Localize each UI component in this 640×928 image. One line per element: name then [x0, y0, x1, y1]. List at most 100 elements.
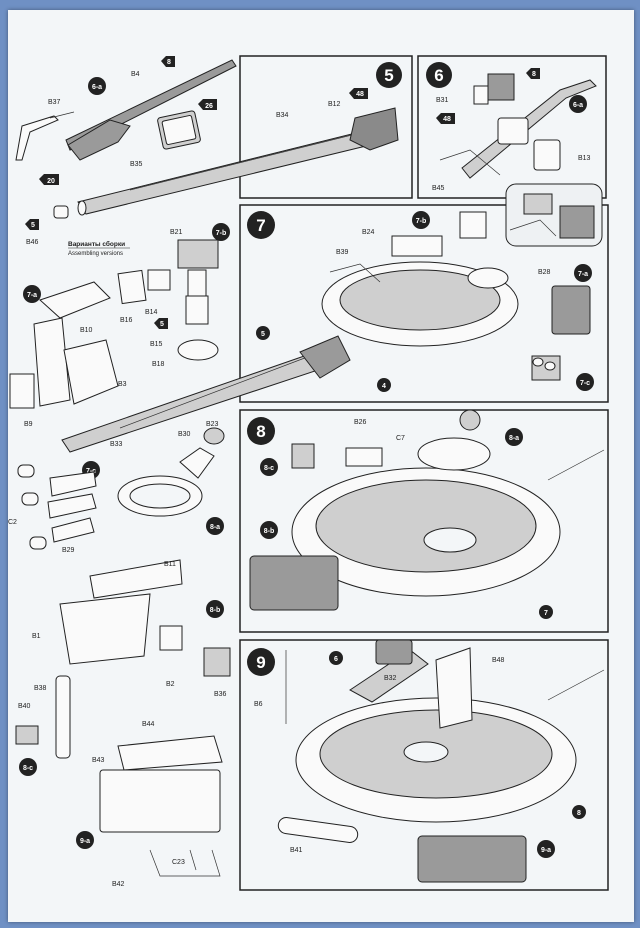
- svg-text:8: 8: [256, 422, 265, 441]
- label-b33: B33: [110, 441, 123, 448]
- step-number-5: 5: [376, 62, 402, 88]
- svg-text:5: 5: [261, 331, 265, 338]
- marker-8c-ref: 8-c: [260, 458, 278, 476]
- label-c7: C7: [396, 435, 405, 442]
- svg-text:9: 9: [256, 653, 265, 672]
- label-b18: B18: [152, 361, 165, 368]
- marker-8a-ref: 8-a: [505, 428, 523, 446]
- step7-turret: [321, 211, 591, 347]
- label-b36: B36: [214, 691, 227, 698]
- mantlet-b12: [349, 107, 399, 151]
- variants-title-en: Assembling versions: [68, 251, 123, 257]
- label-b34: B34: [276, 112, 289, 119]
- svg-text:8-a: 8-a: [210, 524, 220, 531]
- label-b35: B35: [130, 161, 143, 168]
- label-b6: B6: [254, 701, 263, 708]
- svg-text:48: 48: [356, 91, 364, 98]
- star-tag-5b: 5: [154, 318, 168, 329]
- label-b41: B41: [290, 847, 303, 854]
- svg-text:6-a: 6-a: [573, 102, 583, 109]
- svg-text:7-c: 7-c: [86, 468, 96, 475]
- star-tag-5: 5: [25, 219, 39, 230]
- label-b37: B37: [48, 99, 61, 106]
- label-b46: B46: [26, 239, 39, 246]
- ref-4: 4: [377, 378, 391, 392]
- label-b13: B13: [578, 155, 591, 162]
- svg-text:8: 8: [577, 810, 581, 817]
- label-b44: B44: [142, 721, 155, 728]
- part-b33-ring: [117, 427, 225, 517]
- label-b29: B29: [62, 547, 75, 554]
- svg-text:6: 6: [434, 66, 443, 85]
- label-c2: C2: [8, 519, 17, 526]
- marker-9a: 9-a: [76, 831, 94, 849]
- label-c23: C23: [172, 859, 185, 866]
- label-b39: B39: [336, 249, 349, 256]
- part-8c-antenna: [15, 675, 71, 759]
- marker-8a: 8-a: [206, 517, 224, 535]
- svg-text:6-a: 6-a: [92, 84, 102, 91]
- ref-6: 6: [329, 651, 343, 665]
- svg-text:20: 20: [47, 178, 55, 185]
- label-b9: B9: [24, 421, 33, 428]
- label-b21: B21: [170, 229, 183, 236]
- svg-text:9-a: 9-a: [541, 847, 551, 854]
- svg-text:48: 48: [443, 116, 451, 123]
- machine-gun-assembly: [15, 59, 237, 161]
- marker-7a-ref: 7-a: [574, 264, 592, 282]
- step8-frame: [239, 409, 609, 633]
- step6-detail: [505, 183, 603, 247]
- svg-text:26: 26: [205, 103, 213, 110]
- ref-7: 7: [539, 605, 553, 619]
- step5-frame: [239, 55, 413, 199]
- svg-text:7-b: 7-b: [216, 230, 227, 237]
- label-b31: B31: [436, 97, 449, 104]
- part-8b-bin: [59, 559, 231, 677]
- svg-text:5: 5: [31, 222, 35, 229]
- marker-6a-ref: 6-a: [569, 95, 587, 113]
- label-b40: B40: [18, 703, 31, 710]
- label-b30: B30: [178, 431, 191, 438]
- svg-text:5: 5: [384, 66, 393, 85]
- star-tag-20: 20: [39, 174, 59, 185]
- part-c2-lamps: [17, 464, 97, 550]
- step-number-7: 7: [247, 211, 275, 239]
- svg-text:7-a: 7-a: [578, 271, 588, 278]
- label-b2: B2: [166, 681, 175, 688]
- label-b28: B28: [538, 269, 551, 276]
- label-b24: B24: [362, 229, 375, 236]
- step-number-8: 8: [247, 417, 275, 445]
- main-cannon: [61, 335, 351, 453]
- marker-7b: 7-b: [212, 223, 230, 241]
- label-b43: B43: [92, 757, 105, 764]
- svg-text:8-b: 8-b: [264, 528, 275, 535]
- star-tag-48: 48: [349, 88, 368, 99]
- part-7c-smoke: [531, 355, 561, 381]
- label-b10: B10: [80, 327, 93, 334]
- svg-text:8-c: 8-c: [264, 465, 274, 472]
- barrel-b34: [77, 131, 367, 216]
- marker-7a: 7-a: [23, 285, 41, 303]
- svg-text:9-a: 9-a: [80, 838, 90, 845]
- svg-text:8: 8: [167, 59, 171, 66]
- star-tag-8: 8: [161, 56, 175, 67]
- svg-text:8: 8: [532, 71, 536, 78]
- marker-8c: 8-c: [19, 758, 37, 776]
- label-b14: B14: [145, 309, 158, 316]
- star-tag-48b: 48: [436, 113, 455, 124]
- svg-text:8-a: 8-a: [509, 435, 519, 442]
- marker-8b: 8-b: [206, 600, 224, 618]
- step8-turret: [249, 409, 605, 611]
- label-b16: B16: [120, 317, 133, 324]
- svg-text:7: 7: [544, 610, 548, 617]
- label-b26: B26: [354, 419, 367, 426]
- part-9a-bin: [99, 735, 223, 877]
- variants-title-ru: Варианты сборки: [68, 240, 125, 248]
- svg-text:6: 6: [334, 656, 338, 663]
- star-tag-26: 26: [198, 99, 217, 110]
- step-number-9: 9: [247, 648, 275, 676]
- label-b42: B42: [112, 881, 125, 888]
- label-b23: B23: [206, 421, 219, 428]
- star-tag-8b: 8: [526, 68, 540, 79]
